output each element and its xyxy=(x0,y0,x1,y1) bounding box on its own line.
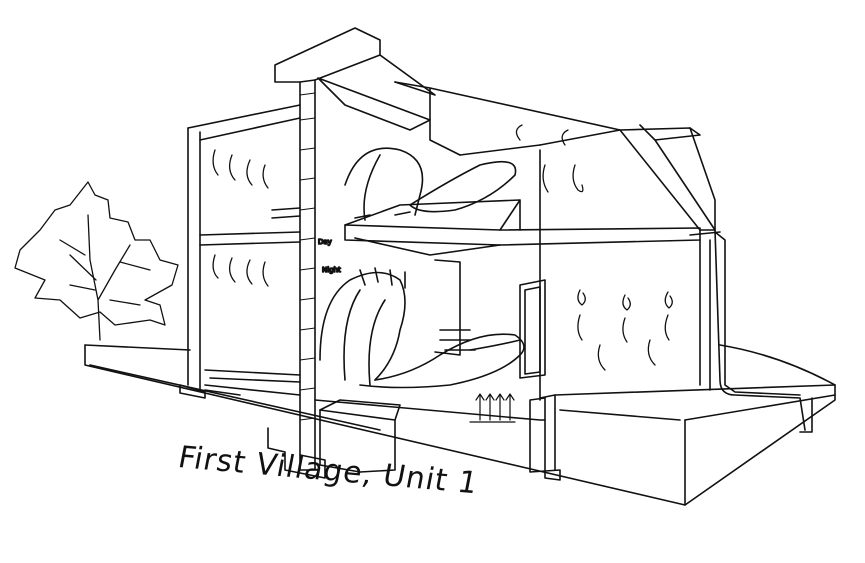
foundations xyxy=(314,394,681,481)
heat-plume-icon xyxy=(212,124,673,371)
night-label: Night xyxy=(322,266,341,274)
day-label: Day xyxy=(318,238,332,246)
airflow-ducts xyxy=(319,147,525,389)
floors xyxy=(199,149,701,401)
right-wall xyxy=(689,231,801,396)
airflow-arrow-icon xyxy=(469,393,516,423)
left-wall xyxy=(179,104,301,399)
interior-doorway xyxy=(434,259,546,379)
downspout xyxy=(714,229,813,433)
roof xyxy=(379,54,716,231)
ground-base xyxy=(84,344,836,506)
tree-icon xyxy=(14,181,179,341)
chimney-column xyxy=(267,27,431,479)
